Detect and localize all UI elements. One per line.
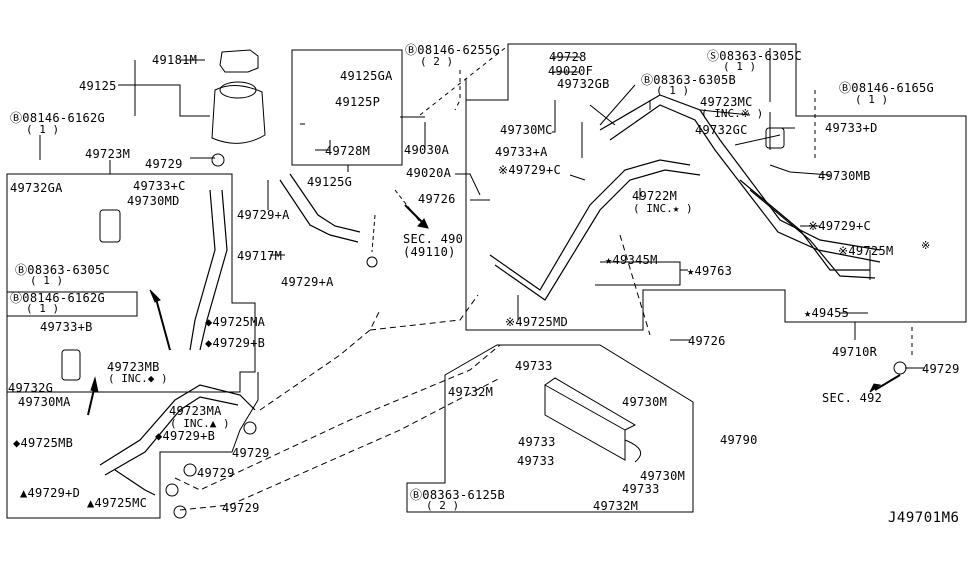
part-label-49733-C[interactable]: 49733+C (133, 179, 186, 193)
qty-label: ( 1 ) (656, 84, 690, 97)
part-label-49730MA[interactable]: 49730MA (18, 395, 71, 409)
part-label-49733-3[interactable]: 49733 (517, 454, 555, 468)
section-ref-490[interactable]: SEC. 490 (403, 232, 464, 246)
part-label-49729-A-top[interactable]: 49729+A (237, 208, 290, 222)
part-label-49729-b[interactable]: 49729 (197, 466, 235, 480)
qty-label: ( 2 ) (426, 499, 460, 512)
part-label-49729-A-bot[interactable]: 49729+A (281, 275, 334, 289)
part-label-49729-a[interactable]: 49729 (232, 446, 270, 460)
part-label-49723MA[interactable]: 49723MA (169, 404, 222, 418)
diagram-code: J49701M6 (888, 510, 960, 526)
part-label-49345M[interactable]: ★49345M (605, 253, 658, 267)
part-label-49733-D[interactable]: 49733+D (825, 121, 878, 135)
note-mark: ※ (921, 239, 931, 252)
part-label-49726-bot[interactable]: 49726 (688, 334, 726, 348)
part-label-49125P[interactable]: 49125P (335, 95, 381, 109)
part-label-49730MD[interactable]: 49730MD (127, 194, 180, 208)
part-label-49710R[interactable]: 49710R (832, 345, 878, 359)
part-label-49723M[interactable]: 49723M (85, 147, 131, 161)
part-label-49125[interactable]: 49125 (79, 79, 117, 93)
part-label-49729-C-left[interactable]: ※49729+C (498, 163, 562, 177)
part-label-49730MC[interactable]: 49730MC (500, 123, 553, 137)
qty-label: ( 2 ) (420, 55, 454, 68)
part-label-49125GA[interactable]: 49125GA (340, 69, 393, 83)
part-label-49125G[interactable]: 49125G (307, 175, 353, 189)
part-label-49790[interactable]: 49790 (720, 433, 758, 447)
qty-label: ( 1 ) (26, 123, 60, 136)
part-label-49729-B-mid[interactable]: ◆49729+B (155, 429, 216, 443)
box-49125G (291, 49, 403, 166)
inc-label: ( INC.◆ ) (108, 372, 168, 385)
inc-label: ( INC.★ ) (633, 202, 693, 215)
box-49723M (6, 173, 256, 393)
part-label-49725MB[interactable]: ◆49725MB (13, 436, 74, 450)
part-label-49733-B[interactable]: 49733+B (40, 320, 93, 334)
part-label-49728M[interactable]: 49728M (325, 144, 371, 158)
part-label-49726-top[interactable]: 49726 (418, 192, 456, 206)
part-label-49730MB[interactable]: 49730MB (818, 169, 871, 183)
part-label-49730M-top[interactable]: 49730M (622, 395, 668, 409)
part-label-08363-6305B[interactable]: Ⓑ08363-6305B (641, 73, 737, 87)
box-left-bracket-lower (7, 291, 138, 317)
part-label-08146-6162G-mid[interactable]: Ⓑ08146-6162G (10, 291, 106, 305)
part-label-49020A[interactable]: 49020A (406, 166, 452, 180)
part-label-49722M[interactable]: 49722M (632, 189, 678, 203)
part-label-49732GC[interactable]: 49732GC (695, 123, 748, 137)
part-label-49723MC[interactable]: 49723MC (700, 95, 753, 109)
part-label-49732G[interactable]: 49732G (8, 381, 54, 395)
part-label-49733-4[interactable]: 49733 (622, 482, 660, 496)
part-label-49732M-bot[interactable]: 49732M (593, 499, 639, 513)
part-label-49728[interactable]: 49728 (549, 50, 587, 64)
part-label-49733-1[interactable]: 49733 (515, 359, 553, 373)
section-ref-492[interactable]: SEC. 492 (822, 391, 883, 405)
qty-label: ( 1 ) (26, 302, 60, 315)
qty-label: ( 1 ) (30, 274, 64, 287)
inc-label: ( INC.▲ ) (170, 417, 230, 430)
part-label-49725MA[interactable]: ◆49725MA (205, 315, 266, 329)
part-label-49729[interactable]: 49729 (145, 157, 183, 171)
part-label-49725M[interactable]: ※49725M (838, 244, 894, 258)
part-label-49030A[interactable]: 49030A (404, 143, 450, 157)
part-label-49730M-bot[interactable]: 49730M (640, 469, 686, 483)
box-49790 (406, 344, 694, 513)
section-ref-49110: (49110) (403, 245, 456, 259)
inc-label: ( INC.※ ) (701, 107, 764, 120)
part-label-49733-2[interactable]: 49733 (518, 435, 556, 449)
qty-label: ( 1 ) (855, 93, 889, 106)
part-label-08363-6305C-left[interactable]: Ⓑ08363-6305C (15, 263, 111, 277)
part-label-49729-C-right[interactable]: ※49729+C (808, 219, 872, 233)
part-label-49732GB[interactable]: 49732GB (557, 77, 610, 91)
qty-label: ( 1 ) (723, 60, 757, 73)
box-49722M (465, 43, 967, 331)
reservoir-cap (219, 49, 259, 73)
part-label-49717M[interactable]: 49717M (237, 249, 283, 263)
part-label-08146-6165G[interactable]: Ⓑ08146-6165G (839, 81, 935, 95)
part-label-49725MC[interactable]: ▲49725MC (87, 496, 148, 510)
oil-cooler (544, 377, 637, 461)
part-label-49732GA[interactable]: 49732GA (10, 181, 63, 195)
box-49723MB (6, 320, 259, 519)
part-label-49732M-top[interactable]: 49732M (448, 385, 494, 399)
part-label-08363-6125B[interactable]: Ⓑ08363-6125B (410, 488, 506, 502)
part-label-08146-6162G-top[interactable]: Ⓑ08146-6162G (10, 111, 106, 125)
part-label-49729-D[interactable]: ▲49729+D (20, 486, 81, 500)
part-label-49181M[interactable]: 49181M (152, 53, 198, 67)
part-label-49733-A[interactable]: 49733+A (495, 145, 548, 159)
part-label-08146-6255G[interactable]: Ⓑ08146-6255G (405, 43, 501, 57)
part-label-49729-c[interactable]: 49729 (222, 501, 260, 515)
part-label-49725MD[interactable]: ※49725MD (505, 315, 569, 329)
part-label-49763[interactable]: ★49763 (687, 264, 733, 278)
part-label-49729-B-top[interactable]: ◆49729+B (205, 336, 266, 350)
part-label-49723MB[interactable]: 49723MB (107, 360, 160, 374)
part-label-49729-right[interactable]: 49729 (922, 362, 960, 376)
part-label-49455[interactable]: ★49455 (804, 306, 850, 320)
reservoir-body (211, 85, 266, 144)
part-label-49020F[interactable]: 49020F (548, 64, 594, 78)
part-label-08363-6305C[interactable]: Ⓢ08363-6305C (707, 49, 803, 63)
